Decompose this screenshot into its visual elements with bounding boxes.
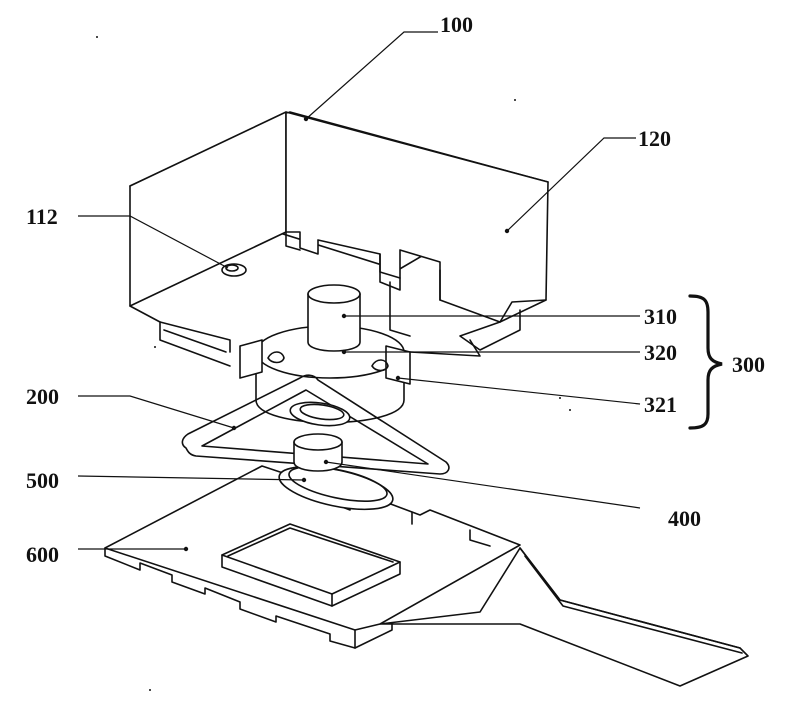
- group-brace-300: [688, 294, 723, 430]
- label-120: 120: [638, 126, 671, 151]
- part-100-housing: [129, 111, 549, 367]
- label-200: 200: [26, 384, 59, 409]
- label-300: 300: [732, 352, 765, 377]
- label-400: 400: [668, 506, 701, 531]
- label-600: 600: [26, 542, 59, 567]
- label-100: 100: [440, 12, 473, 37]
- label-500: 500: [26, 468, 59, 493]
- label-112: 112: [26, 204, 58, 229]
- part-500-washer: [278, 465, 394, 511]
- triangle-frame-outer: [181, 374, 450, 475]
- housing-left-face: [129, 111, 287, 307]
- reference-labels: 100 120 112 310 320 300 321 200 500 400 …: [26, 12, 765, 567]
- leader-lines: [77, 31, 641, 550]
- hole-112: [221, 263, 247, 277]
- part-600-base-plate: [104, 465, 749, 687]
- label-310: 310: [644, 304, 677, 329]
- label-320: 320: [644, 340, 677, 365]
- scan-specks: [96, 36, 571, 691]
- side-lug-right-321: [385, 345, 411, 385]
- part-400-stud: [293, 433, 343, 472]
- lens-barrel-310: [307, 293, 361, 352]
- label-321: 321: [644, 392, 677, 417]
- side-lug-left: [239, 339, 263, 379]
